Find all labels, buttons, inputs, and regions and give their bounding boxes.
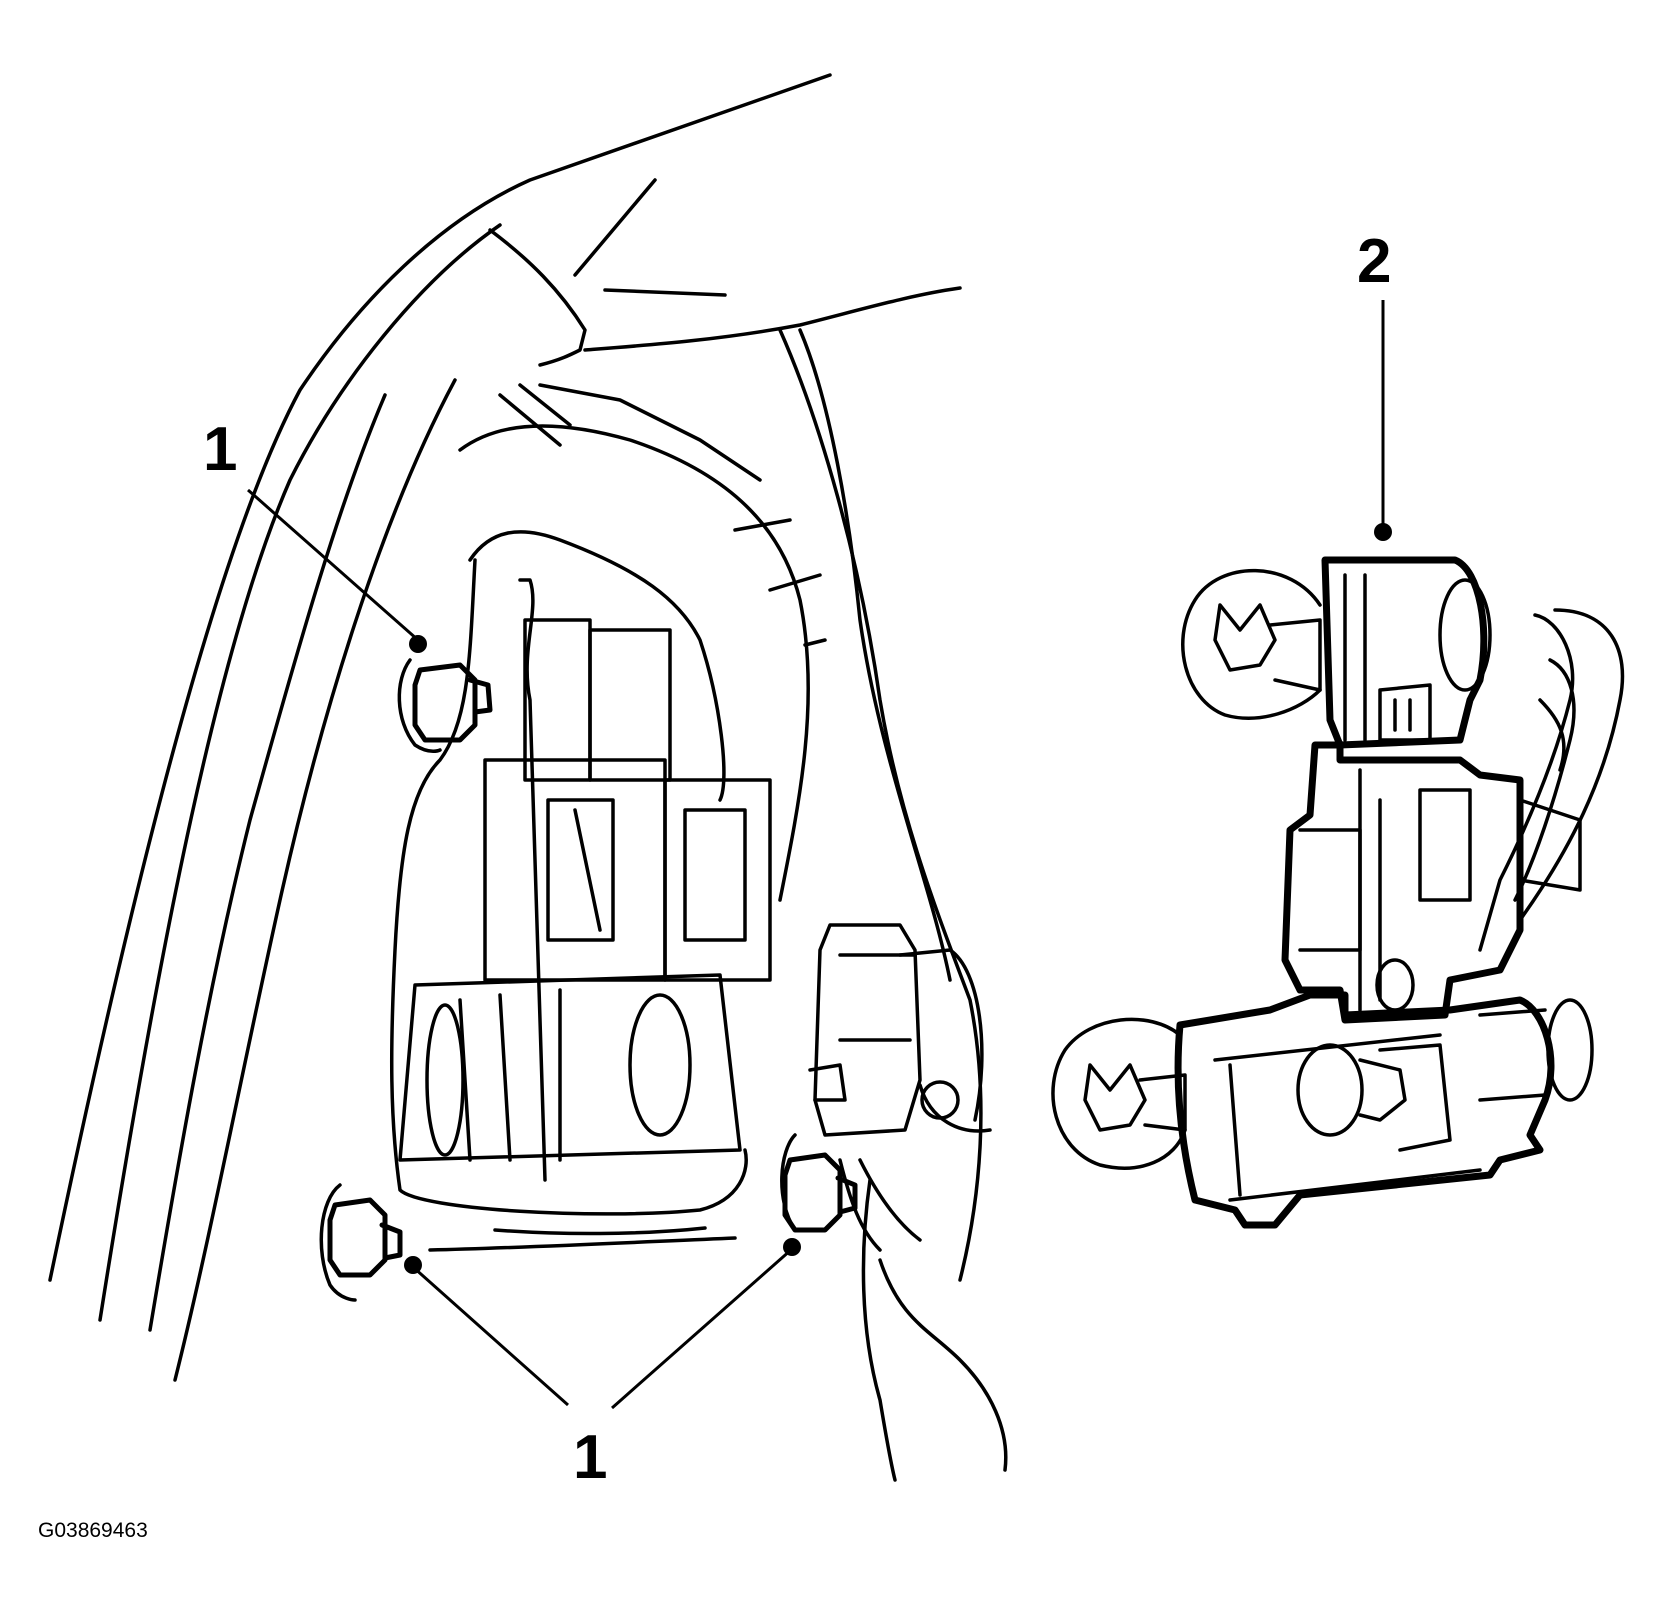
lamp-housing-components — [398, 618, 772, 1162]
bulb-holder-assembly — [1051, 556, 1625, 1229]
figure-id: G03869463 — [38, 1519, 148, 1542]
leader-dot-2 — [1374, 523, 1392, 541]
callout-label-1-top: 1 — [203, 415, 237, 484]
harness-connector — [808, 923, 992, 1252]
callout-label-2: 2 — [1357, 227, 1391, 296]
leader-dot-1-right — [783, 1238, 801, 1256]
callout-labels: 1 1 2 — [203, 227, 1391, 1492]
nut-top-left — [397, 658, 493, 753]
callout-label-1-bottom: 1 — [573, 1423, 607, 1492]
leader-dot-1-left — [404, 1256, 422, 1274]
leader-line-1-top — [247, 488, 419, 642]
nut-bottom-center — [780, 1133, 858, 1233]
leader-dot-1-top — [409, 635, 427, 653]
nut-bottom-left — [319, 1183, 403, 1302]
body-panel — [48, 73, 1008, 1482]
leader-line-1-right — [611, 1247, 793, 1410]
callout-leaders — [247, 300, 1392, 1410]
leader-line-1-left — [412, 1265, 569, 1407]
